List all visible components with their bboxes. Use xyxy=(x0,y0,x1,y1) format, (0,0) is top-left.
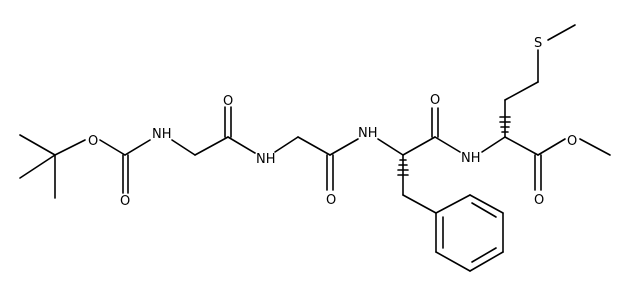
bond xyxy=(504,136,539,156)
bond xyxy=(19,154,56,179)
bond xyxy=(435,251,471,272)
bond xyxy=(434,136,461,153)
bond xyxy=(227,136,256,154)
atom-label: O xyxy=(534,193,544,208)
bond xyxy=(469,194,504,214)
bond xyxy=(194,136,229,156)
atom-labels: O O NH O NH O NH O NH S O O xyxy=(88,36,577,209)
bond xyxy=(377,138,404,156)
atom-label: O xyxy=(567,134,577,149)
atom-label: NH xyxy=(358,126,378,141)
bond xyxy=(274,136,299,153)
bond xyxy=(19,134,56,156)
stereo-hash-phe xyxy=(397,159,409,176)
bond xyxy=(471,202,497,218)
atom-label: O xyxy=(223,94,233,109)
bond xyxy=(504,81,539,101)
atom-label: NH xyxy=(461,151,481,166)
bond xyxy=(471,247,497,263)
bond xyxy=(54,139,86,156)
bond xyxy=(435,194,471,214)
bond xyxy=(579,138,611,156)
atom-label: O xyxy=(88,134,98,149)
atom-label: O xyxy=(120,194,130,209)
atom-label: O xyxy=(326,193,336,208)
bond xyxy=(481,136,506,153)
bond xyxy=(171,139,196,156)
bond xyxy=(402,194,437,214)
atom-label: S xyxy=(534,36,542,51)
bond xyxy=(469,251,504,272)
bond xyxy=(124,139,151,156)
bond xyxy=(547,24,576,41)
bond xyxy=(537,138,566,156)
atom-label: NH xyxy=(256,152,276,167)
atom-label: O xyxy=(430,93,440,108)
bond xyxy=(99,139,126,156)
stereo-hash-met xyxy=(499,116,511,133)
bond xyxy=(297,136,331,156)
atom-label: NH xyxy=(152,127,172,142)
bonds xyxy=(19,24,611,272)
bond xyxy=(329,138,359,156)
bond xyxy=(402,136,436,156)
